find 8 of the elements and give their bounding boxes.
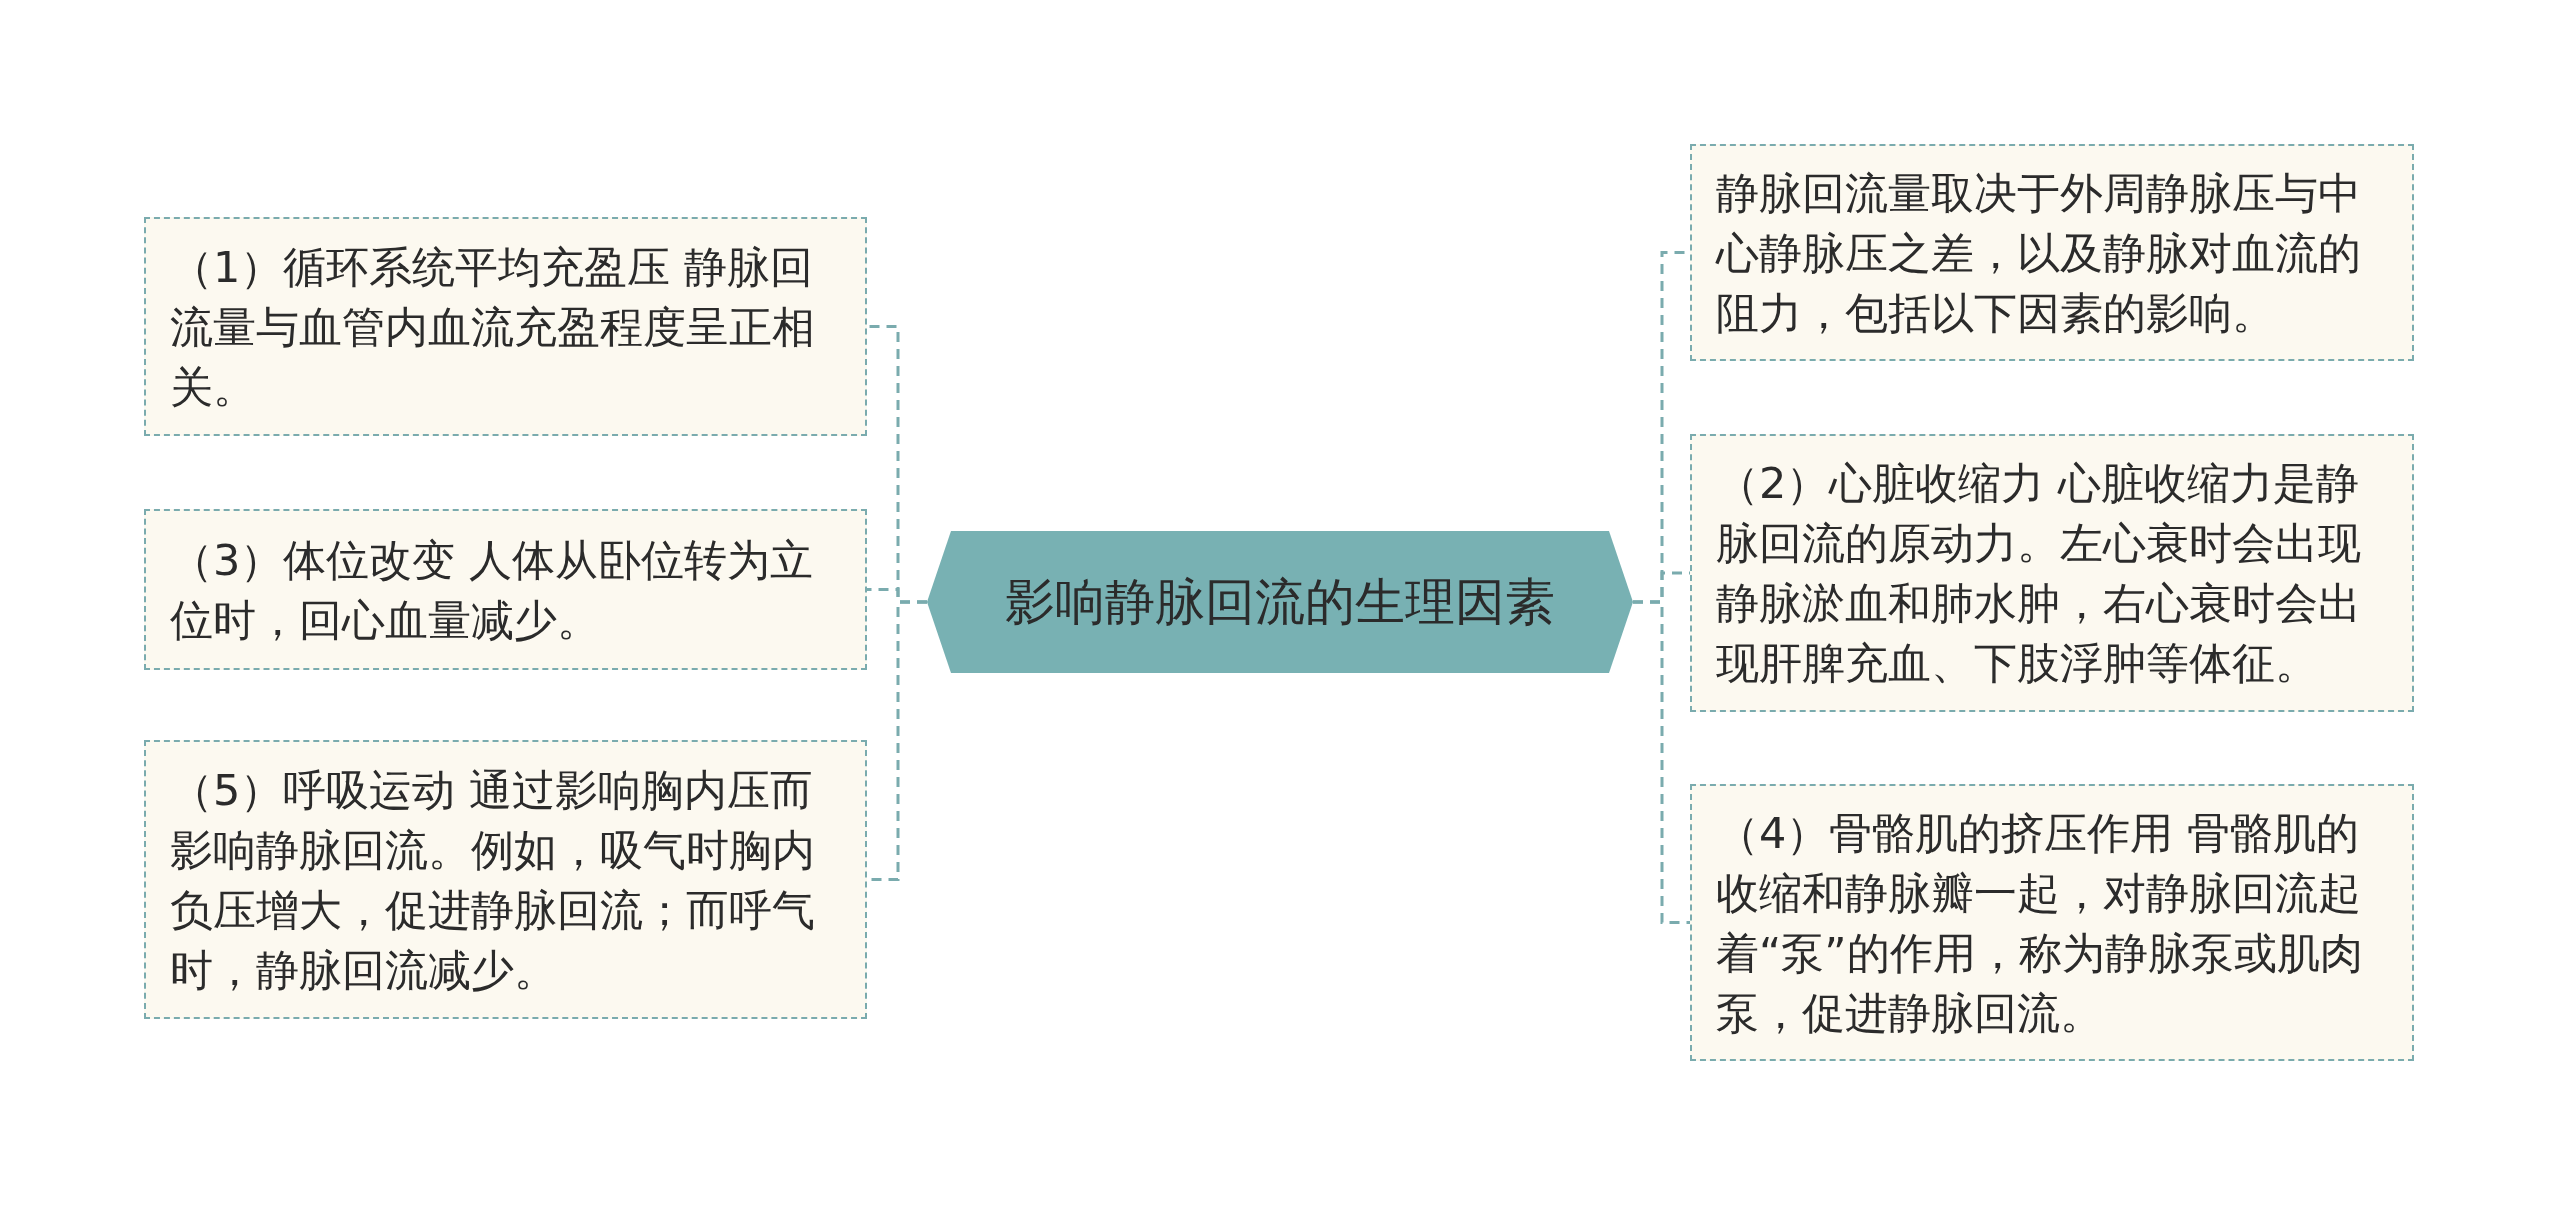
topic-box: 静脉回流量取决于外周静脉压与中心静脉压之差，以及静脉对血流的阻力，包括以下因素的影响。 [1690,144,2414,361]
topic-box: （3）体位改变 人体从卧位转为立位时，回心血量减少。 [144,509,867,670]
topic-box: （5）呼吸运动 通过影响胸内压而影响静脉回流。例如，吸气时胸内负压增大，促进静脉回流；而呼气时，静脉回流减少。 [144,740,867,1019]
topic-hexagon: 影响静脉回流的生理因素 [927,531,1633,673]
topic-box: （1）循环系统平均充盈压 静脉回流量与血管内血流充盈程度呈正相关。 [144,217,867,436]
topic-box: （2）心脏收缩力 心脏收缩力是静脉回流的原动力。左心衰时会出现静脉淤血和肺水肿，右心衰时会出现肝脾充血、下肢浮肿等体征。 [1690,434,2414,712]
connector [1633,600,1690,924]
topic-box: （4）骨骼肌的挤压作用 骨骼肌的收缩和静脉瓣一起，对静脉回流起着“泵”的作用，称为静脉泵或肌肉泵，促进静脉回流。 [1690,784,2414,1061]
